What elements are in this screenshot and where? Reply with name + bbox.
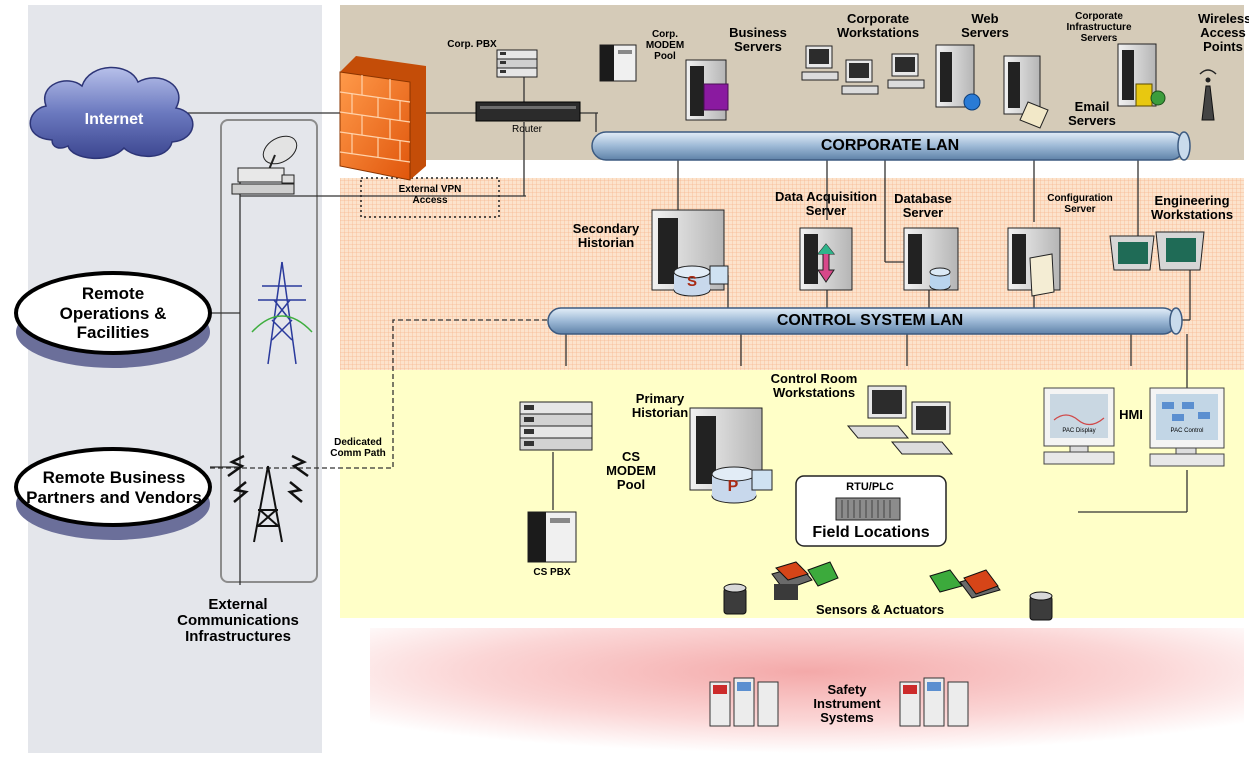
field-locations-label: Field Locations [812, 524, 930, 541]
data-acquisition-server-label: Data Acquisition Server [774, 189, 878, 219]
rtu-plc-label: RTU/PLC [846, 481, 894, 493]
cs-pbx-label: CS PBX [533, 567, 571, 578]
data-acquisition-server-icon [799, 227, 853, 291]
firewall-icon [339, 56, 426, 181]
corporate-infrastructure-servers-label: Corporate Infrastructure Servers [1066, 11, 1132, 44]
dmz-zone [340, 178, 1244, 370]
control-lan-pipe [547, 307, 1183, 335]
business-server-icon [685, 59, 729, 121]
corp-pbx-label: Corp. PBX [447, 39, 497, 50]
primary-historian-label: Primary Historian [631, 391, 689, 421]
safety-zone [370, 628, 1244, 753]
engineering-workstations-label: Engineering Workstations [1150, 193, 1234, 223]
hmi-label: HMI [1119, 407, 1143, 422]
external-infra-label: External Communications Infrastructures [177, 596, 299, 646]
sensors-actuators-icon [723, 561, 1053, 621]
satellite-dish-icon [231, 135, 298, 195]
secondary-historian-icon [651, 209, 729, 297]
pac-control-label: PAC Control [1170, 428, 1204, 434]
external-vpn-access-label: External VPN Access [398, 184, 462, 206]
remote-partners-oval [14, 447, 212, 540]
pac-display-label: PAC Display [1062, 428, 1096, 434]
control-lan-label: CONTROL SYSTEM LAN [776, 312, 964, 329]
safety-instrument-icons [709, 677, 969, 727]
email-servers-label: Email Servers [1068, 99, 1116, 129]
corp-modem-pool-icon [599, 44, 637, 82]
corporate-lan-pipe [591, 131, 1191, 161]
radio-tower-icon [227, 454, 309, 543]
database-server-label: Database Server [894, 191, 952, 221]
power-tower-icon [251, 261, 313, 365]
secondary-badge: S [686, 273, 697, 290]
web-server-icon [935, 44, 981, 111]
hmi-control-monitor-icon [1149, 387, 1225, 467]
control-room-workstations-label: Control Room Workstations [770, 371, 858, 401]
email-server-icon [1003, 55, 1049, 129]
engineering-workstations-icon [1109, 231, 1205, 271]
cs-modem-pool-label: CS MODEM Pool [606, 449, 656, 493]
external-infra-box [220, 119, 318, 583]
corp-modem-pool-label: Corp. MODEM Pool [645, 29, 685, 62]
primary-badge: P [727, 478, 739, 495]
cs-pbx-icon [527, 511, 577, 563]
configuration-server-label: Configuration Server [1047, 193, 1113, 215]
web-servers-label: Web Servers [961, 11, 1009, 41]
wireless-access-point-icon [1199, 69, 1217, 121]
corporate-workstations-icon [801, 45, 925, 95]
internet-cloud [29, 66, 194, 160]
sensors-actuators-label: Sensors & Actuators [815, 602, 945, 617]
business-servers-label: Business Servers [729, 25, 787, 55]
cs-modem-pool-icon [519, 401, 593, 451]
vpn-box [360, 177, 500, 218]
infrastructure-server-icon [1117, 43, 1166, 107]
field-locations-box [795, 475, 947, 547]
router-icon [475, 101, 581, 122]
database-server-icon [903, 227, 959, 291]
dedicated-comm-path-label: Dedicated Comm Path [330, 437, 386, 459]
corporate-workstations-label: Corporate Workstations [836, 11, 920, 41]
primary-historian-icon [689, 407, 773, 504]
remote-ops-label: Remote Operations & Facilities [59, 284, 167, 343]
safety-instrument-systems-label: Safety Instrument Systems [813, 682, 881, 726]
router-label: Router [511, 124, 542, 135]
control-room-workstations-icon [846, 385, 954, 455]
remote-ops-oval [14, 271, 212, 368]
remote-partners-label: Remote Business Partners and Vendors [26, 468, 202, 507]
configuration-server-icon [1007, 227, 1061, 297]
secondary-historian-label: Secondary Historian [572, 221, 640, 251]
wireless-access-points-label: Wireless Access Points [1198, 11, 1249, 55]
hmi-display-monitor-icon [1043, 387, 1115, 465]
internet-label: Internet [84, 111, 144, 128]
corporate-lan-label: CORPORATE LAN [820, 137, 960, 154]
corp-pbx-icon [496, 49, 538, 78]
